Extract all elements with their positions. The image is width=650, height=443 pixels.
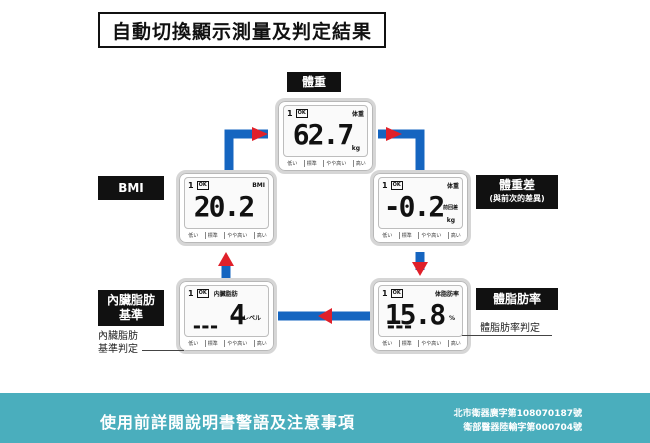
note-visceral-fat-line2: 基準判定 (98, 344, 138, 355)
lcd-header: 1 OK 体重 (287, 108, 364, 118)
arrowhead-left (318, 308, 332, 324)
note-visceral-pointer (142, 350, 184, 351)
scale-high: 高い (253, 232, 267, 239)
scale-low: 低い (287, 161, 298, 167)
reading-unit: % (448, 315, 455, 322)
tag-visceral-fat: 內臟脂肪 基準 (98, 290, 164, 326)
tag-visceral-fat-line1: 內臟脂肪 (106, 293, 155, 307)
mode-label: 体重 (446, 182, 459, 190)
lcd-weight-diff: 1 OK 体重 前回差 -0.2 kg 低い 標準 やや高い 高い (370, 170, 471, 246)
tag-weight: 體重 (287, 72, 341, 92)
lcd-header: 1 OK 体脂肪率 (382, 288, 459, 298)
scale-standard: 標準 (303, 160, 317, 167)
lcd-screen: 1 OK 体重 62.7 kg (283, 105, 368, 157)
scale-slightly-high: やや高い (224, 340, 247, 347)
scale-slightly-high: やや高い (224, 232, 247, 239)
reading-value: -0.2 (383, 190, 445, 223)
scale-low: 低い (188, 341, 199, 347)
note-body-fat-pointer (462, 335, 552, 336)
footer-registration: 北市衛器廣字第108070187號 衛部醫器陸輸字第000704號 (454, 407, 582, 435)
tag-visceral-fat-line2: 基準 (118, 308, 143, 322)
reading-unit: レベル (242, 315, 261, 322)
level-dashes: ▬▬▬ (193, 322, 219, 331)
scale-high: 高い (447, 340, 461, 347)
lcd-header: 1 OK 体重 (382, 180, 459, 190)
ok-badge: OK (295, 108, 308, 118)
scale-standard: 標準 (204, 232, 218, 239)
lcd-visceral-fat: 1 OK 内臓脂肪 4 レベル ▬▬▬ 低い 標準 やや高い 高い (176, 278, 277, 354)
judgement-scale: 低い 標準 やや高い 高い (377, 339, 464, 348)
user-number: 1 (382, 288, 388, 298)
arrowhead-right-1 (252, 127, 268, 141)
scale-standard: 標準 (398, 340, 412, 347)
scale-low: 低い (188, 233, 199, 239)
lcd-bmi: 1 OK BMI 20.2 低い 標準 やや高い 高い (176, 170, 277, 246)
footer-banner: 使用前詳閱說明書警語及注意事項 北市衛器廣字第108070187號 衛部醫器陸輸… (0, 393, 650, 443)
ok-badge: OK (196, 288, 209, 298)
scale-standard: 標準 (204, 340, 218, 347)
ok-badge: OK (390, 288, 403, 298)
user-number: 1 (188, 180, 194, 190)
lcd-screen: 1 OK 内臓脂肪 4 レベル ▬▬▬ (184, 285, 269, 337)
ok-badge: OK (390, 180, 403, 190)
reading-value: 4 (229, 298, 246, 331)
arrow-bmi-to-weight (224, 129, 268, 170)
judgement-scale: 低い 標準 やや高い 高い (183, 231, 270, 240)
note-body-fat: 體脂肪率判定 (480, 323, 540, 334)
page-title: 自動切換顯示測量及判定結果 (98, 12, 386, 48)
scale-standard: 標準 (398, 232, 412, 239)
reading-unit: kg (351, 145, 360, 152)
tag-bmi: BMI (98, 176, 164, 200)
user-number: 1 (188, 288, 194, 298)
lcd-screen: 1 OK 体重 前回差 -0.2 kg (378, 177, 463, 229)
reading-value: 62.7 (292, 118, 354, 151)
tag-weight-diff: 體重差 (與前次的差異) (476, 175, 558, 209)
mode-label: 体脂肪率 (434, 290, 459, 298)
lcd-screen: 1 OK 体脂肪率 15.8 % ▬▬▬ (378, 285, 463, 337)
registration-line-1: 北市衛器廣字第108070187號 (453, 409, 582, 419)
registration-line-2: 衛部醫器陸輸字第000704號 (463, 423, 582, 433)
tag-weight-diff-subtitle: (與前次的差異) (489, 194, 545, 203)
reading-value: 15.8 (384, 298, 446, 331)
lcd-header: 1 OK BMI (188, 180, 265, 190)
user-number: 1 (382, 180, 388, 190)
mode-label: 体重 (351, 110, 364, 118)
arrowhead-down (412, 262, 428, 276)
scale-high: 高い (352, 160, 366, 167)
mode-label: 内臓脂肪 (213, 290, 238, 298)
scale-high: 高い (447, 232, 461, 239)
lcd-weight: 1 OK 体重 62.7 kg 低い 標準 やや高い 高い (275, 98, 376, 174)
tag-weight-diff-title: 體重差 (498, 178, 535, 192)
judgement-scale: 低い 標準 やや高い 高い (183, 339, 270, 348)
scale-slightly-high: やや高い (418, 232, 441, 239)
scale-slightly-high: やや高い (323, 160, 346, 167)
mode-label: BMI (252, 181, 265, 189)
note-visceral-fat: 內臟脂肪 基準判定 (98, 330, 138, 356)
ok-badge: OK (196, 180, 209, 190)
judgement-scale: 低い 標準 やや高い 高い (282, 159, 369, 168)
arrow-weight-to-diff (378, 129, 425, 170)
lcd-header: 1 OK 内臓脂肪 (188, 288, 265, 298)
arrowhead-right-2 (386, 127, 402, 141)
footer-notice: 使用前詳閱說明書警語及注意事項 (100, 413, 356, 432)
level-dashes: ▬▬▬ (387, 322, 413, 331)
note-visceral-fat-line1: 內臟脂肪 (98, 331, 138, 342)
judgement-scale: 低い 標準 やや高い 高い (377, 231, 464, 240)
diff-sublabel: 前回差 (442, 205, 458, 211)
scale-slightly-high: やや高い (418, 340, 441, 347)
lcd-screen: 1 OK BMI 20.2 (184, 177, 269, 229)
scale-low: 低い (382, 341, 393, 347)
reading-unit: kg (446, 217, 455, 224)
scale-high: 高い (253, 340, 267, 347)
reading-value: 20.2 (193, 190, 255, 223)
tag-body-fat: 體脂肪率 (476, 288, 558, 310)
arrowhead-up (218, 252, 234, 266)
user-number: 1 (287, 108, 293, 118)
lcd-body-fat: 1 OK 体脂肪率 15.8 % ▬▬▬ 低い 標準 やや高い 高い (370, 278, 471, 354)
scale-low: 低い (382, 233, 393, 239)
